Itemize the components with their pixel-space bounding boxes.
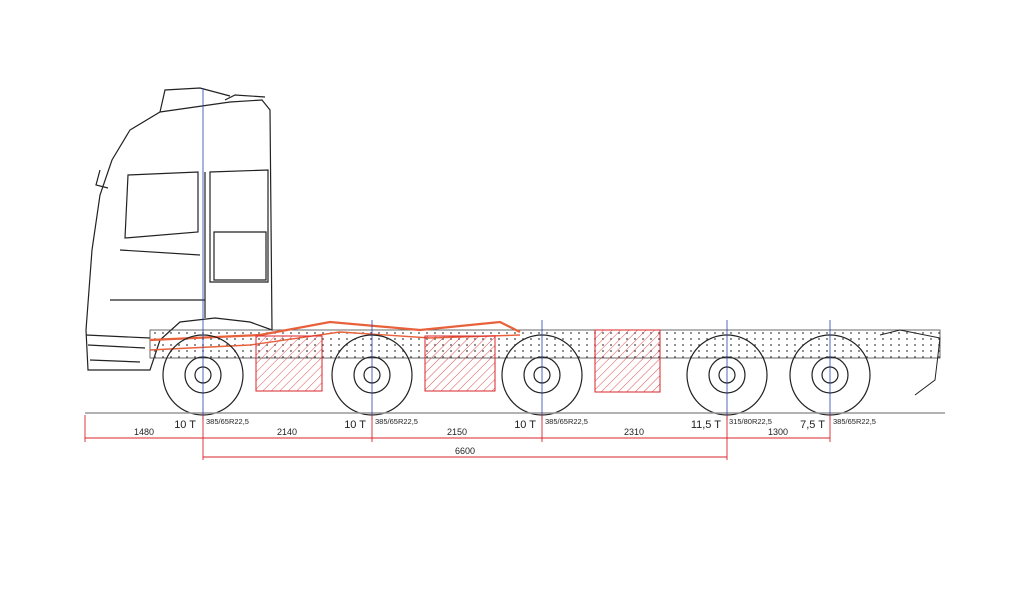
axle-3-tyre: 385/65R22,5 [545, 417, 588, 426]
front-overhang-dimension: 1480 [134, 427, 154, 437]
axle-center-lines [202, 88, 831, 420]
axle-4-load: 11,5 T [691, 419, 721, 431]
dimension-lines [84, 415, 831, 460]
axle-labels: 10 T 385/65R22,5 10 T 385/65R22,5 10 T 3… [174, 417, 876, 431]
axle-1-tyre: 385/65R22,5 [206, 417, 249, 426]
truck-cab [85, 87, 273, 371]
dimension-labels: 1480 2140 2150 2310 1300 6600 [134, 427, 788, 456]
axle-3-load: 10 T [514, 419, 536, 431]
axle-4-tyre: 315/80R22,5 [729, 417, 772, 426]
axle-2-tyre: 385/65R22,5 [375, 417, 418, 426]
spacing-dimension-1: 2140 [277, 427, 297, 437]
spacing-dimension-4: 1300 [768, 427, 788, 437]
axle-5-load: 7,5 T [800, 419, 825, 431]
wheelbase-dimension: 6600 [455, 446, 475, 456]
axle-5-tyre: 385/65R22,5 [833, 417, 876, 426]
spacing-dimension-3: 2310 [624, 427, 644, 437]
axle-1-load: 10 T [174, 419, 196, 431]
spacing-dimension-2: 2150 [447, 427, 467, 437]
axle-2-load: 10 T [344, 419, 366, 431]
